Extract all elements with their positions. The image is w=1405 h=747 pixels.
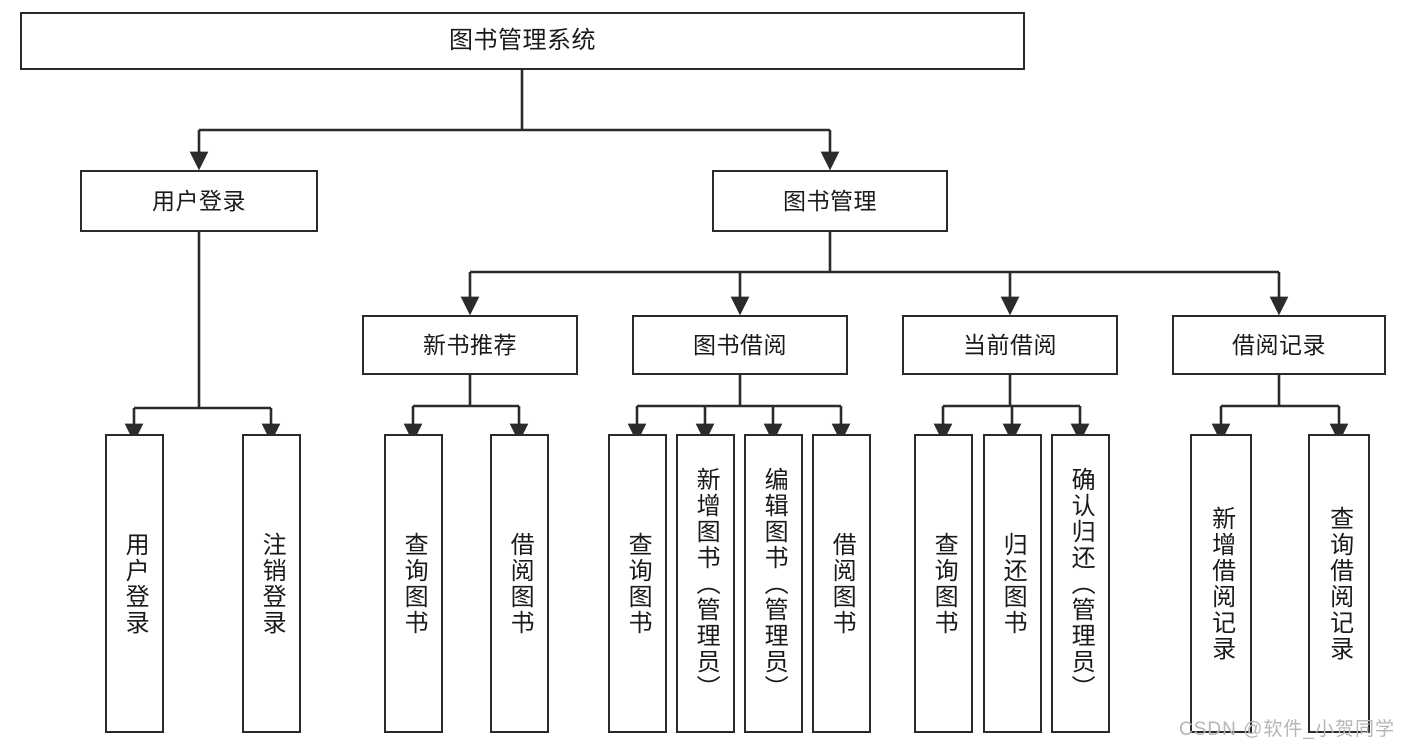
- leaf-new-book-query[interactable]: 查询图书: [384, 434, 443, 733]
- node-new-book-recommend[interactable]: 新书推荐: [362, 315, 578, 375]
- node-borrow-record[interactable]: 借阅记录: [1172, 315, 1386, 375]
- node-label: 用户登录: [152, 187, 246, 214]
- node-label: 图书借阅: [693, 331, 787, 358]
- leaf-new-book-borrow[interactable]: 借阅图书: [490, 434, 549, 733]
- watermark-text: CSDN @软件_小贺同学: [1179, 719, 1395, 740]
- node-label: 查询图书: [930, 531, 958, 636]
- node-label: 新增借阅记录: [1207, 505, 1235, 662]
- node-label: 图书管理系统: [449, 27, 596, 54]
- node-label: 查询借阅记录: [1325, 505, 1353, 662]
- node-book-management[interactable]: 图书管理: [712, 170, 948, 232]
- node-label: 借阅记录: [1232, 331, 1326, 358]
- node-label: 新书推荐: [423, 331, 517, 358]
- node-label: 确认归还（管理员）: [1067, 466, 1095, 701]
- node-label: 借阅图书: [828, 531, 856, 636]
- node-label: 注销登录: [258, 531, 286, 636]
- node-book-borrow[interactable]: 图书借阅: [632, 315, 848, 375]
- node-user-login[interactable]: 用户登录: [80, 170, 318, 232]
- node-label: 编辑图书（管理员）: [760, 466, 788, 701]
- node-label: 借阅图书: [506, 531, 534, 636]
- node-current-borrow[interactable]: 当前借阅: [902, 315, 1118, 375]
- node-label: 归还图书: [999, 531, 1027, 636]
- leaf-current-return-book[interactable]: 归还图书: [983, 434, 1042, 733]
- node-label: 当前借阅: [963, 331, 1057, 358]
- leaf-user-login-logout[interactable]: 注销登录: [242, 434, 301, 733]
- leaf-current-confirm-return[interactable]: 确认归还（管理员）: [1051, 434, 1110, 733]
- node-root-system[interactable]: 图书管理系统: [20, 12, 1025, 70]
- leaf-record-query-record[interactable]: 查询借阅记录: [1308, 434, 1370, 733]
- leaf-current-query-book[interactable]: 查询图书: [914, 434, 973, 733]
- node-label: 图书管理: [783, 187, 877, 214]
- node-label: 查询图书: [624, 531, 652, 636]
- leaf-borrow-query-book[interactable]: 查询图书: [608, 434, 667, 733]
- leaf-record-add-record[interactable]: 新增借阅记录: [1190, 434, 1252, 733]
- node-label: 查询图书: [400, 531, 428, 636]
- leaf-borrow-borrow-book[interactable]: 借阅图书: [812, 434, 871, 733]
- node-label: 用户登录: [121, 531, 149, 636]
- leaf-borrow-add-book[interactable]: 新增图书（管理员）: [676, 434, 735, 733]
- node-label: 新增图书（管理员）: [692, 466, 720, 701]
- leaf-user-login-login[interactable]: 用户登录: [105, 434, 164, 733]
- leaf-borrow-edit-book[interactable]: 编辑图书（管理员）: [744, 434, 803, 733]
